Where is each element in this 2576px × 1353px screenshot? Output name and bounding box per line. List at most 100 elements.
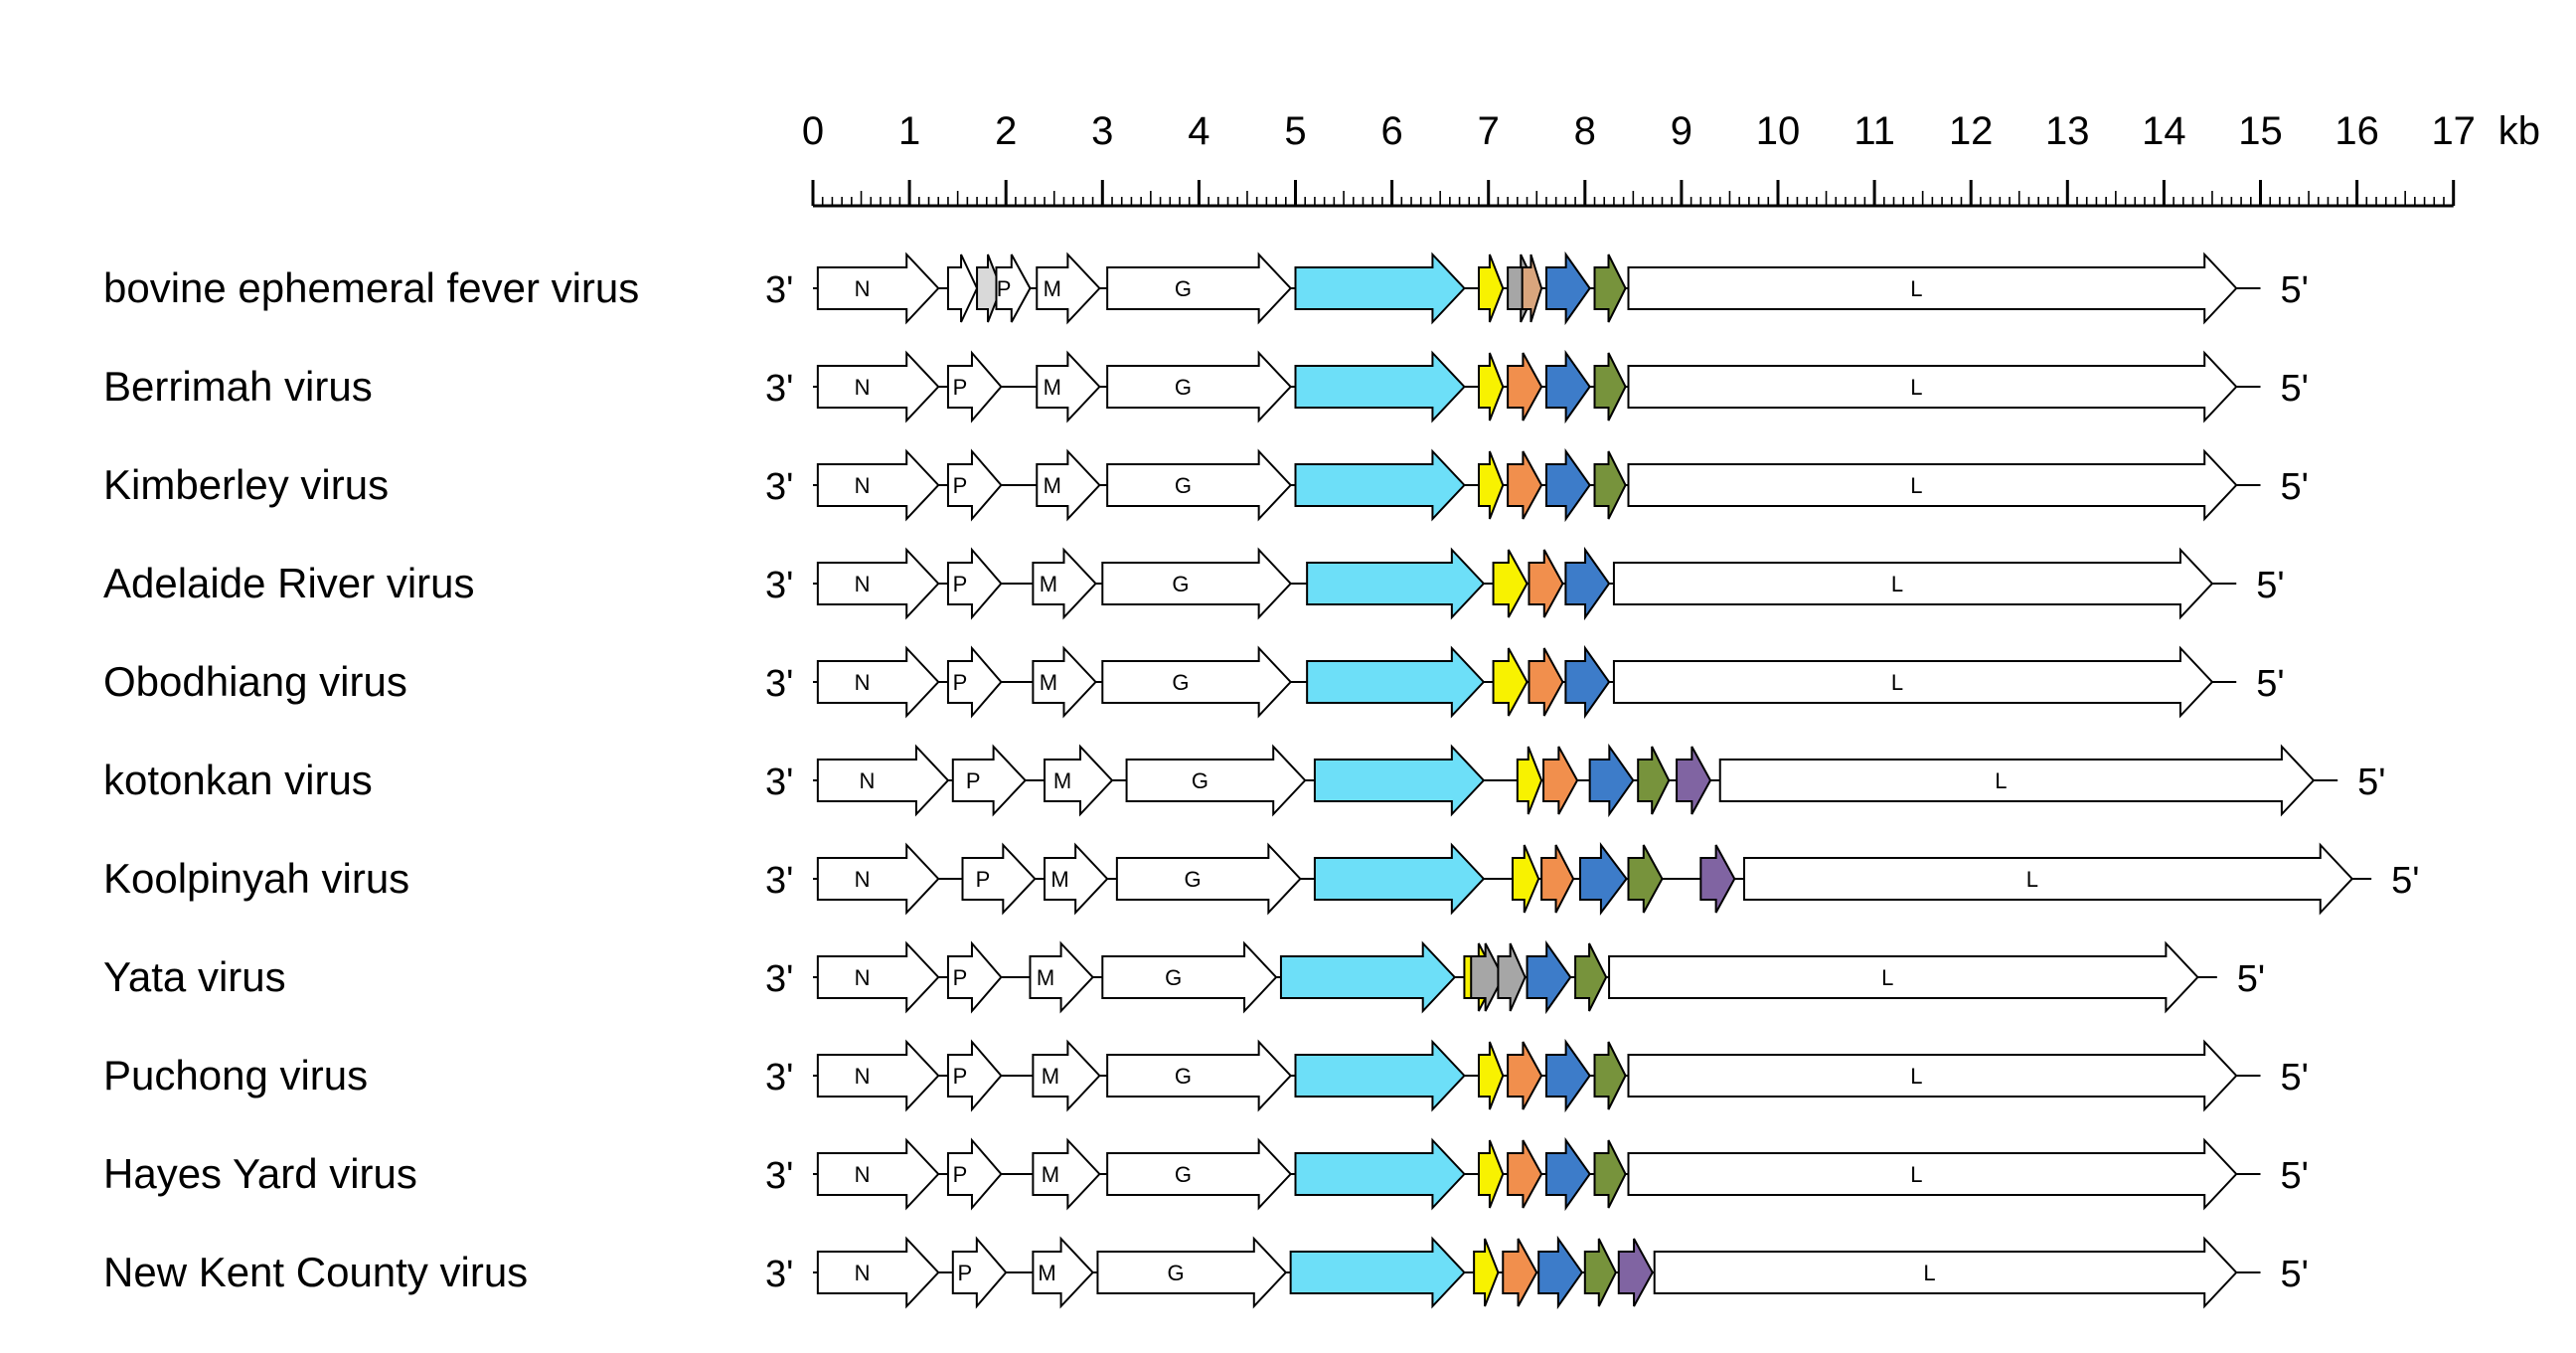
five-prime-label: 5' (2391, 860, 2419, 902)
gene-n-arrow (816, 1137, 940, 1211)
gene-p-arrow (946, 547, 1003, 620)
tick-label: 9 (1671, 109, 1692, 153)
gene-arrow (1492, 647, 1529, 717)
gene-label: G (1175, 375, 1192, 400)
tick-label: 10 (1756, 109, 1801, 153)
gene-arrow (1470, 942, 1505, 1012)
gene-l-arrow (1627, 350, 2238, 423)
gene-n-arrow (816, 547, 940, 620)
gene-arrow (1637, 746, 1671, 815)
gene-l-arrow (1627, 448, 2238, 522)
gene-arrow (1477, 450, 1505, 520)
tick-label: 3 (1091, 109, 1113, 153)
gene-arrow (1526, 939, 1572, 1015)
virus-name: Puchong virus (103, 1052, 368, 1099)
gene-label: M (1053, 768, 1071, 793)
gene-label: G (1175, 1064, 1192, 1089)
gene-label: P (953, 572, 968, 596)
gene-p-arrow (951, 1236, 1008, 1309)
five-prime-label: 5' (2281, 1254, 2309, 1295)
five-prime-label: 5' (2281, 1155, 2309, 1197)
gene-label: G (1175, 473, 1192, 498)
gene-m-arrow (1032, 1137, 1101, 1211)
gene-label: P (976, 867, 991, 892)
gene-g-arrow (1096, 1236, 1288, 1309)
gene-n-arrow (816, 842, 940, 916)
gene-g-arrow (1106, 252, 1293, 325)
three-prime-label: 3' (765, 1057, 793, 1099)
gene-arrow (1306, 645, 1486, 719)
gene-label: P (953, 375, 968, 400)
virus-name: Koolpinyah virus (103, 855, 409, 902)
gene-label: L (1881, 965, 1893, 990)
five-prime-label: 5' (2357, 761, 2385, 803)
gene-n-arrow (816, 940, 940, 1014)
gene-m-arrow (1032, 1236, 1094, 1309)
gene-g-arrow (1106, 350, 1293, 423)
gene-label: N (855, 965, 871, 990)
gene-label: P (953, 1064, 968, 1089)
gene-label: P (953, 473, 968, 498)
gene-label: P (966, 768, 981, 793)
gene-p-arrow (946, 350, 1003, 423)
gene-m-arrow (1036, 252, 1101, 325)
gene-arrow (1544, 1136, 1591, 1212)
gene-label: L (1910, 473, 1922, 498)
gene-arrow (1507, 450, 1543, 520)
gene-m-arrow (1044, 842, 1109, 916)
gene-label: M (1044, 375, 1061, 400)
gene-label: M (1042, 1064, 1059, 1089)
virus-name: Berrimah virus (103, 363, 373, 410)
virus-name: kotonkan virus (103, 757, 373, 803)
gene-g-arrow (1125, 744, 1307, 817)
gene-label: G (1168, 1261, 1185, 1285)
gene-n-arrow (816, 744, 950, 817)
gene-arrow (1502, 1238, 1538, 1307)
gene-arrow (1294, 1137, 1466, 1211)
gene-arrow (1593, 1041, 1627, 1110)
gene-label: M (1050, 867, 1068, 892)
gene-label: M (1040, 572, 1057, 596)
gene-p-arrow (946, 448, 1003, 522)
three-prime-label: 3' (765, 1254, 793, 1295)
gene-p-arrow (951, 744, 1027, 817)
gene-label: N (855, 670, 871, 695)
gene-arrow (1477, 352, 1505, 422)
gene-arrow (1564, 644, 1611, 720)
gene-arrow (1583, 1238, 1617, 1307)
gene-arrow (946, 254, 979, 323)
gene-label: G (1165, 965, 1182, 990)
gene-arrow (1477, 1139, 1505, 1209)
gene-m-arrow (1036, 350, 1101, 423)
gene-label: L (1910, 1162, 1922, 1187)
gene-g-arrow (1101, 645, 1293, 719)
gene-label: L (1910, 1064, 1922, 1089)
gene-arrow (1473, 1238, 1500, 1307)
gene-arrow (1507, 352, 1543, 422)
gene-m-arrow (1032, 547, 1097, 620)
virus-name: bovine ephemeral fever virus (103, 264, 639, 311)
gene-arrow (1578, 842, 1628, 916)
tick-label: 15 (2238, 109, 2283, 153)
gene-n-arrow (816, 448, 940, 522)
tick-label: 14 (2142, 109, 2186, 153)
three-prime-label: 3' (765, 368, 793, 410)
gene-label: L (1995, 768, 2007, 793)
gene-n-arrow (816, 645, 940, 719)
gene-m-arrow (1029, 940, 1094, 1014)
gene-g-arrow (1106, 1039, 1293, 1112)
gene-arrow (1676, 746, 1712, 815)
gene-arrow (1528, 647, 1564, 717)
tick-label: 0 (802, 109, 824, 153)
gene-arrow (1537, 1235, 1584, 1310)
gene-p-arrow (946, 645, 1003, 719)
gene-label: G (1172, 670, 1189, 695)
gene-arrow (1593, 352, 1627, 422)
gene-arrow (1289, 1236, 1466, 1309)
